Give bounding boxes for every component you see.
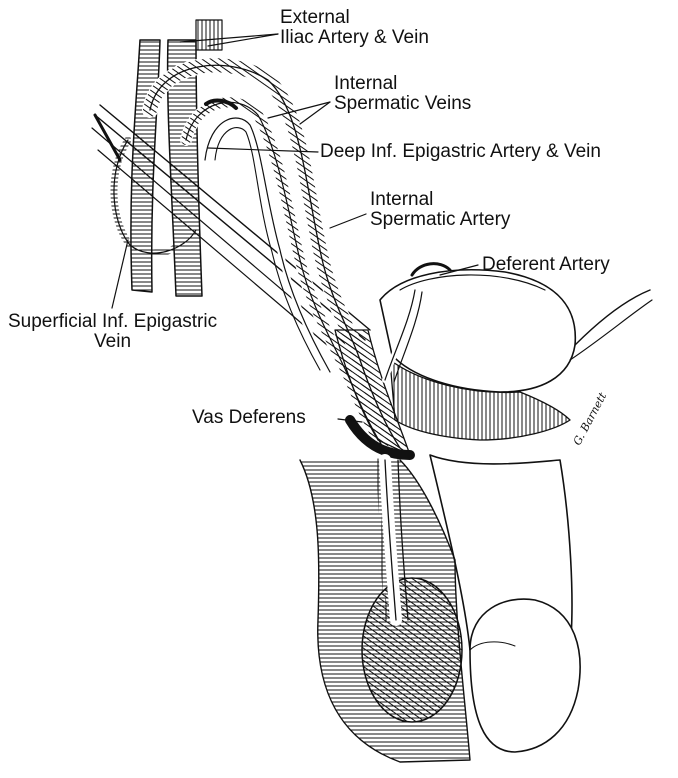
label-line: Spermatic Artery xyxy=(370,210,510,230)
label-deferent-artery: Deferent Artery xyxy=(482,255,610,275)
label-line: Internal xyxy=(334,74,471,94)
label-line: Superficial Inf. Epigastric xyxy=(8,312,217,332)
label-line: Vein xyxy=(8,332,217,352)
testis-upper xyxy=(380,264,652,440)
label-vas-deferens: Vas Deferens xyxy=(192,408,306,428)
label-line: Deep Inf. Epigastric Artery & Vein xyxy=(320,142,601,162)
label-line: Vas Deferens xyxy=(192,408,306,428)
label-line: External xyxy=(280,8,429,28)
label-internal-spermatic-artery: Internal Spermatic Artery xyxy=(370,190,510,230)
label-line: Iliac Artery & Vein xyxy=(280,28,429,48)
lower-genitalia xyxy=(300,455,580,762)
label-line: Spermatic Veins xyxy=(334,94,471,114)
label-line: Internal xyxy=(370,190,510,210)
label-superficial-epigastric: Superficial Inf. Epigastric Vein xyxy=(8,312,217,352)
label-line: Deferent Artery xyxy=(482,255,610,275)
label-internal-spermatic-veins: Internal Spermatic Veins xyxy=(334,74,471,114)
label-deep-epigastric: Deep Inf. Epigastric Artery & Vein xyxy=(320,142,601,162)
label-external-iliac: External Iliac Artery & Vein xyxy=(280,8,429,48)
